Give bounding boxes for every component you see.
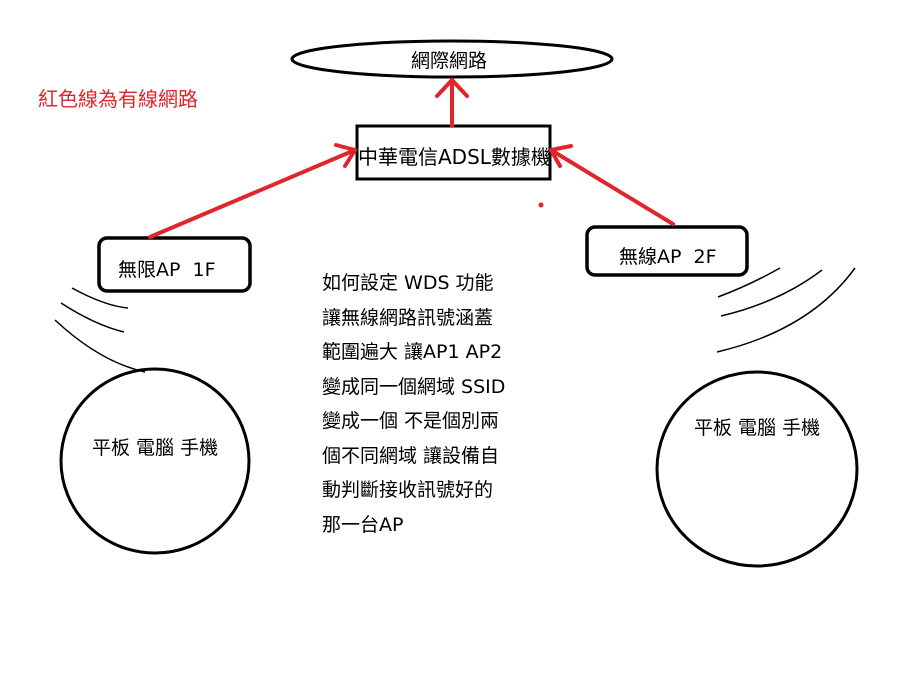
description-line: 變成一個 不是個別兩 [322,410,500,432]
devices-left-node [59,367,251,555]
legend-text: 紅色線為有線網路 [38,87,198,111]
wifi-signal-left-icon [54,287,146,373]
ap2-label: 無線AP 2F [619,246,717,268]
devices-right-label: 平板 電腦 手機 [694,417,821,439]
arrow-head-modem-right [549,144,573,168]
description-line: 那一台AP [322,513,404,536]
internet-label: 網際網路 [411,50,488,72]
modem-label: 中華電信ADSL數據機 [358,145,551,169]
internet-node [290,39,614,79]
red-dot [538,202,544,208]
ap2-node [585,225,749,277]
arrow-ap2-to-modem [549,148,675,226]
arrow-ap1-to-modem [148,148,357,239]
description-line: 如何設定 WDS 功能 [322,272,494,294]
description-line: 讓無線網路訊號涵蓋 [322,306,494,329]
ap1-node [97,236,252,293]
description-text: 如何設定 WDS 功能 讓無線網路訊號涵蓋 範圍遍大 讓AP1 AP2 變成同一… [322,266,505,542]
description-line: 個不同網域 讓設備自 [322,444,500,467]
wired-links [148,78,675,239]
devices-right-node [655,370,859,568]
description-line: 動判斷接收訊號好的 [322,479,494,501]
wifi-signal-right-icon [716,267,856,353]
description-line: 範圍遍大 讓AP1 AP2 [322,341,503,363]
ap1-label: 無限AP 1F [118,259,216,281]
arrow-head-modem-left [334,143,357,168]
arrow-head-internet [435,78,469,98]
description-line: 變成同一個網域 SSID [322,375,506,398]
devices-left-label: 平板 電腦 手機 [92,437,219,459]
